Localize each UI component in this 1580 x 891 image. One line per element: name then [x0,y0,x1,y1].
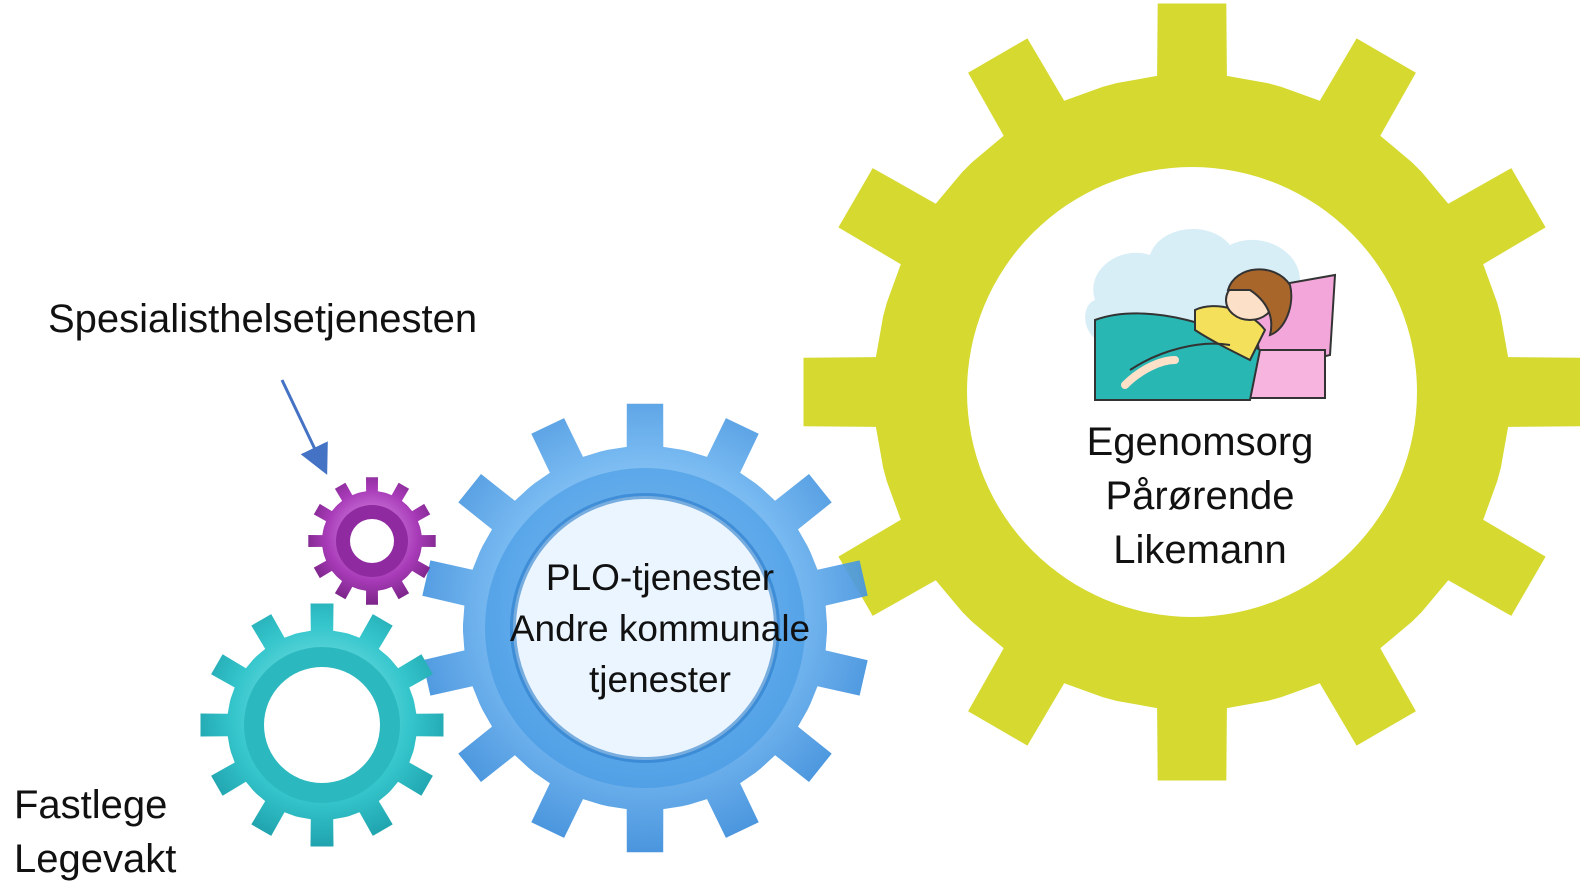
label-line: PLO-tjenester [545,557,775,598]
label-municipal-services: PLO-tjenester Andre kommunale tjenester [490,552,830,705]
label-line: Egenomsorg [1086,420,1314,464]
label-line: Fastlege [14,783,168,827]
label-primary-care: Fastlege Legevakt [14,778,176,886]
teal-gear [200,603,444,847]
label-line: Legevakt [14,837,177,881]
sick-person-illustration [1085,228,1337,401]
blue-gear [422,403,868,853]
label-line: Andre kommunale [509,608,811,649]
label-line: tjenester [589,659,731,700]
label-line: Likemann [1113,528,1287,572]
label-specialist-health-service: Spesialisthelsetjenesten [48,292,477,346]
label-self-care: Egenomsorg Pårørende Likemann [1060,415,1340,577]
arrow [280,379,328,475]
purple-gear [308,477,436,605]
label-line: Spesialisthelsetjenesten [48,297,478,341]
label-line: Pårørende [1105,474,1295,518]
